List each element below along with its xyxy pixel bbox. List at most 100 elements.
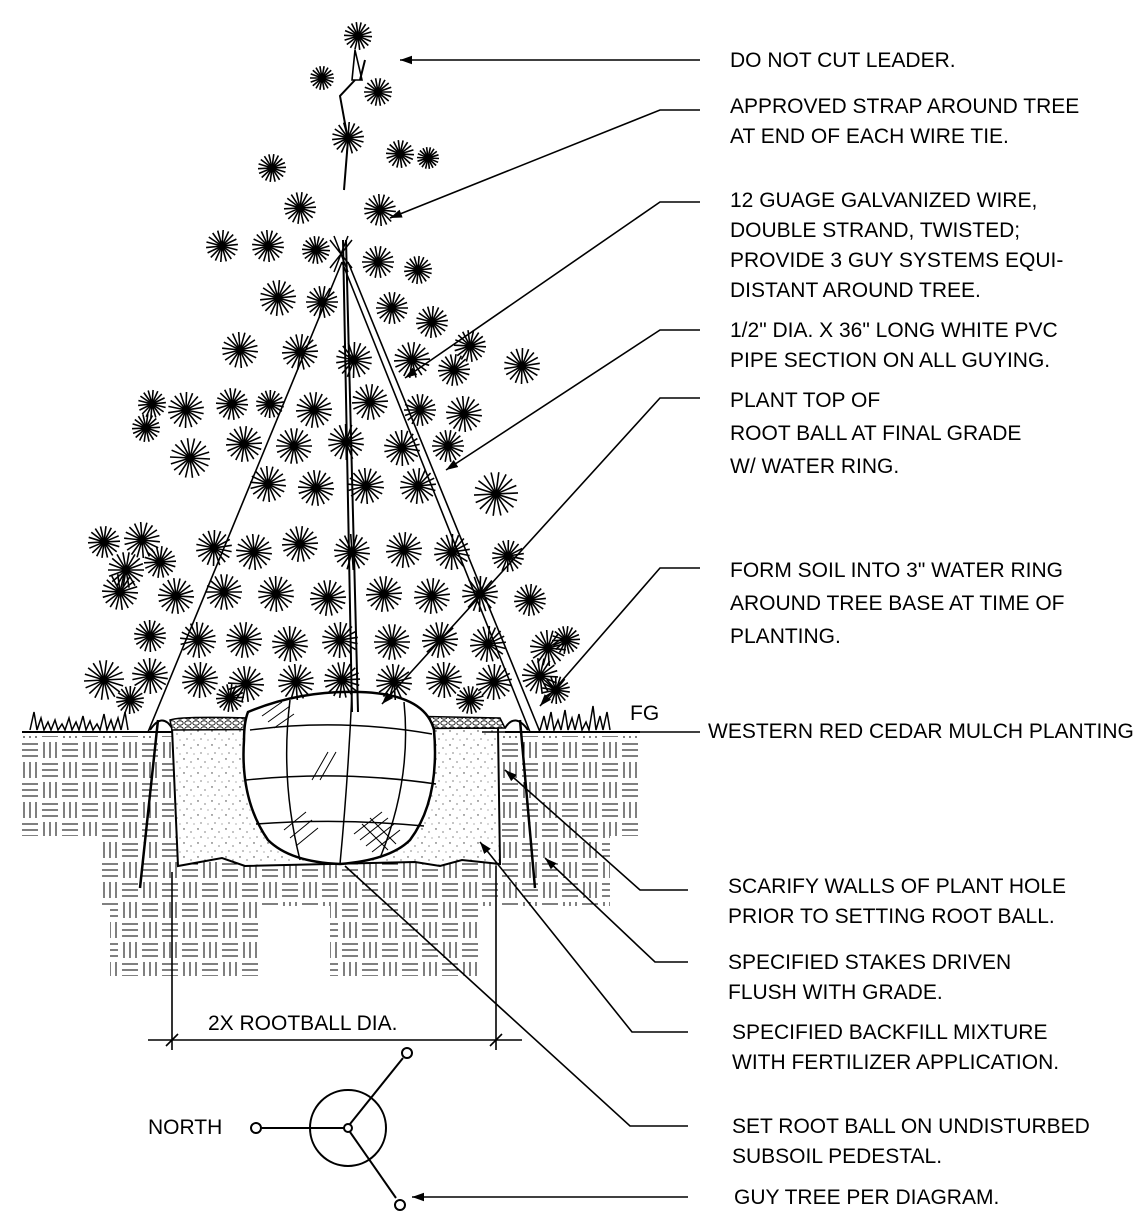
needle-stroke <box>364 86 392 98</box>
needle-stroke <box>386 149 414 159</box>
rootball-dimension <box>148 866 522 1050</box>
needle-stroke <box>542 686 570 694</box>
needle-stroke <box>437 368 471 372</box>
needle-stroke <box>83 678 125 682</box>
needle-stroke <box>272 639 308 649</box>
needle-stroke <box>416 319 448 325</box>
needle-stroke <box>334 546 370 558</box>
needle-stroke <box>462 590 498 598</box>
needle-stroke <box>362 255 394 269</box>
needle-stroke <box>473 492 519 496</box>
needle-stroke <box>351 400 389 404</box>
needle-stroke <box>456 695 484 705</box>
needle-stroke <box>168 406 204 414</box>
needle-stroke <box>344 31 372 41</box>
needle-stroke <box>225 638 263 642</box>
needle-stroke <box>250 478 286 490</box>
note-guy-tree: GUY TREE PER DIAGRAM. <box>734 1186 1000 1209</box>
needle-stroke <box>384 443 420 453</box>
needle-stroke <box>206 585 242 599</box>
needle-stroke <box>206 243 238 249</box>
note-plant-top-of-root-ball: PLANT TOP OF ROOT BALL AT FINAL GRADE W/… <box>730 389 1022 478</box>
needle-stroke <box>281 542 319 546</box>
needle-stroke <box>216 398 248 410</box>
note-pvc-pipe: 1/2" DIA. X 36" LONG WHITE PVC PIPE SECT… <box>730 319 1058 372</box>
needle-stroke <box>256 401 284 407</box>
guying-plan-diagram <box>250 1047 413 1211</box>
needle-stroke <box>393 358 431 362</box>
needle-stroke <box>225 442 263 446</box>
needle-stroke <box>215 696 245 700</box>
tree-trunk <box>338 49 366 713</box>
note-cedar-mulch: WESTERN RED CEDAR MULCH PLANTING <box>708 720 1134 743</box>
needle-stroke <box>281 350 319 354</box>
needle-stroke <box>222 344 258 356</box>
needle-stroke <box>258 589 294 599</box>
needle-stroke <box>404 267 432 273</box>
needle-stroke <box>332 135 364 141</box>
needle-stroke <box>257 166 287 170</box>
needle-stroke <box>336 356 372 364</box>
note-backfill: SPECIFIED BACKFILL MIXTURE WITH FERTILIZ… <box>732 1021 1060 1074</box>
needle-stroke <box>138 401 166 407</box>
needle-stroke <box>295 408 333 412</box>
needle-stroke <box>551 638 581 642</box>
needle-stroke <box>180 634 216 646</box>
guy-wires <box>147 261 541 733</box>
needle-stroke <box>302 245 330 255</box>
needle-stroke <box>116 697 144 703</box>
needle-stroke <box>476 678 512 686</box>
leader-lines <box>344 55 700 1202</box>
needle-stroke <box>328 437 364 447</box>
needle-stroke <box>374 635 410 649</box>
needle-stroke <box>514 597 546 603</box>
needle-stroke <box>170 451 210 465</box>
note-galvanized-wire: 12 GUAGE GALVANIZED WIRE, DOUBLE STRAND,… <box>730 189 1064 302</box>
needle-stroke <box>131 426 161 430</box>
needle-stroke <box>365 592 403 596</box>
tree-strap <box>329 235 353 273</box>
note-water-ring: FORM SOIL INTO 3" WATER RING AROUND TREE… <box>730 559 1065 648</box>
needle-stroke <box>108 563 144 577</box>
needle-stroke <box>236 546 272 558</box>
needle-stroke <box>278 676 314 688</box>
needle-stroke <box>298 481 334 495</box>
needle-stroke <box>143 560 177 564</box>
rootball-dimension-label: 2X ROOTBALL DIA. <box>208 1012 398 1035</box>
needle-stroke <box>124 534 160 546</box>
needle-stroke <box>404 403 436 417</box>
needle-stroke <box>132 671 168 681</box>
note-do-not-cut-leader: DO NOT CUT LEADER. <box>730 49 956 72</box>
needle-stroke <box>134 632 166 640</box>
needle-stroke <box>276 439 312 453</box>
needle-stroke <box>386 547 422 553</box>
needle-stroke <box>310 73 334 83</box>
note-approved-strap: APPROVED STRAP AROUND TREE AT END OF EAC… <box>730 95 1080 148</box>
needle-stroke <box>196 544 232 552</box>
needle-stroke <box>252 241 284 251</box>
tree-canopy <box>83 22 581 715</box>
needle-stroke <box>306 295 338 309</box>
needle-stroke <box>323 678 361 682</box>
needle-stroke <box>432 439 464 453</box>
needle-stroke <box>364 205 396 215</box>
needle-stroke <box>522 669 558 683</box>
note-stakes: SPECIFIED STAKES DRIVEN FLUSH WITH GRADE… <box>728 951 1012 1004</box>
needle-stroke <box>283 206 317 210</box>
note-scarify-walls: SCARIFY WALLS OF PLANT HOLE PRIOR TO SET… <box>728 875 1067 928</box>
needle-stroke <box>446 408 482 420</box>
needle-stroke <box>414 593 450 599</box>
needle-stroke <box>454 340 486 352</box>
needle-stroke <box>182 676 218 684</box>
needle-stroke <box>400 483 436 489</box>
needle-stroke <box>102 585 138 599</box>
needle-stroke <box>504 362 540 370</box>
needle-stroke <box>158 589 194 603</box>
needle-stroke <box>348 480 384 492</box>
needle-stroke <box>309 596 347 600</box>
north-label: NORTH <box>148 1116 223 1139</box>
note-root-ball-pedestal: SET ROOT BALL ON UNDISTURBED SUBSOIL PED… <box>732 1115 1090 1168</box>
needle-stroke <box>426 675 462 685</box>
needle-stroke <box>434 548 470 556</box>
